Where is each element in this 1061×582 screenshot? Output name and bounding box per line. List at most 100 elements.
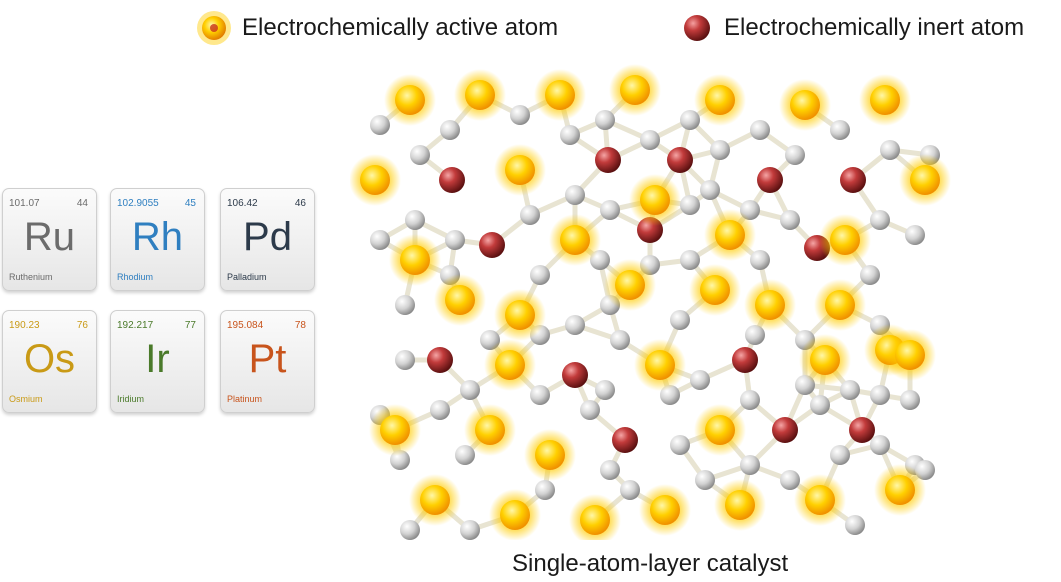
legend-active-item: Electrochemically active atom [196, 10, 558, 46]
neutral-atom [600, 200, 620, 220]
neutral-atom [740, 455, 760, 475]
inert-atom [439, 167, 465, 193]
element-atomic-number: 46 [294, 198, 306, 209]
active-atom [694, 74, 746, 126]
active-atom [629, 174, 681, 226]
single-atom-layer-lattice [350, 64, 951, 540]
neutral-atom [445, 230, 465, 250]
neutral-atom [440, 120, 460, 140]
element-atomic-number: 76 [76, 320, 88, 331]
neutral-atom [610, 330, 630, 350]
neutral-atom [780, 210, 800, 230]
active-atom [689, 264, 741, 316]
active-atom [494, 144, 546, 196]
active-atom [799, 334, 851, 386]
element-atomic-mass: 106.42 [227, 198, 258, 209]
neutral-atom [780, 470, 800, 490]
neutral-atom [840, 380, 860, 400]
element-name: Rhodium [117, 272, 154, 282]
active-atom [569, 494, 621, 540]
neutral-atom [830, 445, 850, 465]
neutral-atom [745, 325, 765, 345]
active-atom [779, 79, 831, 131]
neutral-atom [905, 225, 925, 245]
active-atom [434, 274, 486, 326]
legend-inert-item: Electrochemically inert atom [680, 10, 1024, 46]
neutral-atom [680, 195, 700, 215]
active-atom [409, 474, 461, 526]
element-atomic-mass: 102.9055 [117, 198, 159, 209]
neutral-atom [880, 140, 900, 160]
element-name: Palladium [227, 272, 267, 282]
neutral-atom [460, 380, 480, 400]
neutral-atom [510, 105, 530, 125]
active-atom [389, 234, 441, 286]
element-atomic-mass: 101.07 [9, 198, 40, 209]
neutral-atom [580, 400, 600, 420]
neutral-atom [395, 295, 415, 315]
neutral-atom [810, 395, 830, 415]
neutral-atom [530, 265, 550, 285]
element-atomic-mass: 195.084 [227, 320, 264, 331]
active-atom [694, 404, 746, 456]
element-name: Ruthenium [9, 272, 53, 282]
neutral-atom [870, 385, 890, 405]
neutral-atom [785, 145, 805, 165]
element-atomic-mass: 192.217 [117, 320, 154, 331]
active-atom [350, 154, 401, 206]
active-atom-icon [197, 11, 231, 45]
neutral-atom [870, 210, 890, 230]
neutral-atom [750, 120, 770, 140]
element-name: Iridium [117, 394, 145, 404]
active-atom [874, 464, 926, 516]
active-atom [794, 474, 846, 526]
lattice-caption: Single-atom-layer catalyst [512, 550, 789, 577]
active-atom [884, 329, 936, 381]
neutral-atom [900, 390, 920, 410]
neutral-atom [370, 115, 390, 135]
inert-atom [427, 347, 453, 373]
neutral-atom [530, 385, 550, 405]
neutral-atom [395, 350, 415, 370]
neutral-atom [870, 435, 890, 455]
lattice-atoms [350, 64, 951, 540]
neutral-atom [460, 520, 480, 540]
legend-active-label: Electrochemically active atom [242, 14, 559, 41]
neutral-atom [400, 520, 420, 540]
active-atom [489, 489, 541, 540]
active-atom [899, 154, 951, 206]
neutral-atom [845, 515, 865, 535]
inert-atom [849, 417, 875, 443]
element-atomic-number: 77 [184, 320, 196, 331]
inert-atom-icon [684, 15, 710, 41]
inert-atom [595, 147, 621, 173]
neutral-atom [455, 445, 475, 465]
neutral-atom [430, 400, 450, 420]
neutral-atom [680, 250, 700, 270]
neutral-atom [690, 370, 710, 390]
active-atom [454, 69, 506, 121]
active-atom [494, 289, 546, 341]
neutral-atom [860, 265, 880, 285]
element-atomic-number: 78 [294, 320, 306, 331]
neutral-atom [600, 460, 620, 480]
neutral-atom [750, 250, 770, 270]
element-symbol: Ru [23, 215, 76, 259]
neutral-atom [535, 480, 555, 500]
inert-atom [772, 417, 798, 443]
neutral-atom [695, 470, 715, 490]
neutral-atom [620, 480, 640, 500]
neutral-atom [595, 380, 615, 400]
active-atom [464, 404, 516, 456]
active-atom [609, 64, 661, 116]
active-atom [604, 259, 656, 311]
inert-atom [840, 167, 866, 193]
active-atom [634, 339, 686, 391]
element-name: Osmium [9, 394, 43, 404]
neutral-atom [670, 435, 690, 455]
active-atom [859, 74, 911, 126]
